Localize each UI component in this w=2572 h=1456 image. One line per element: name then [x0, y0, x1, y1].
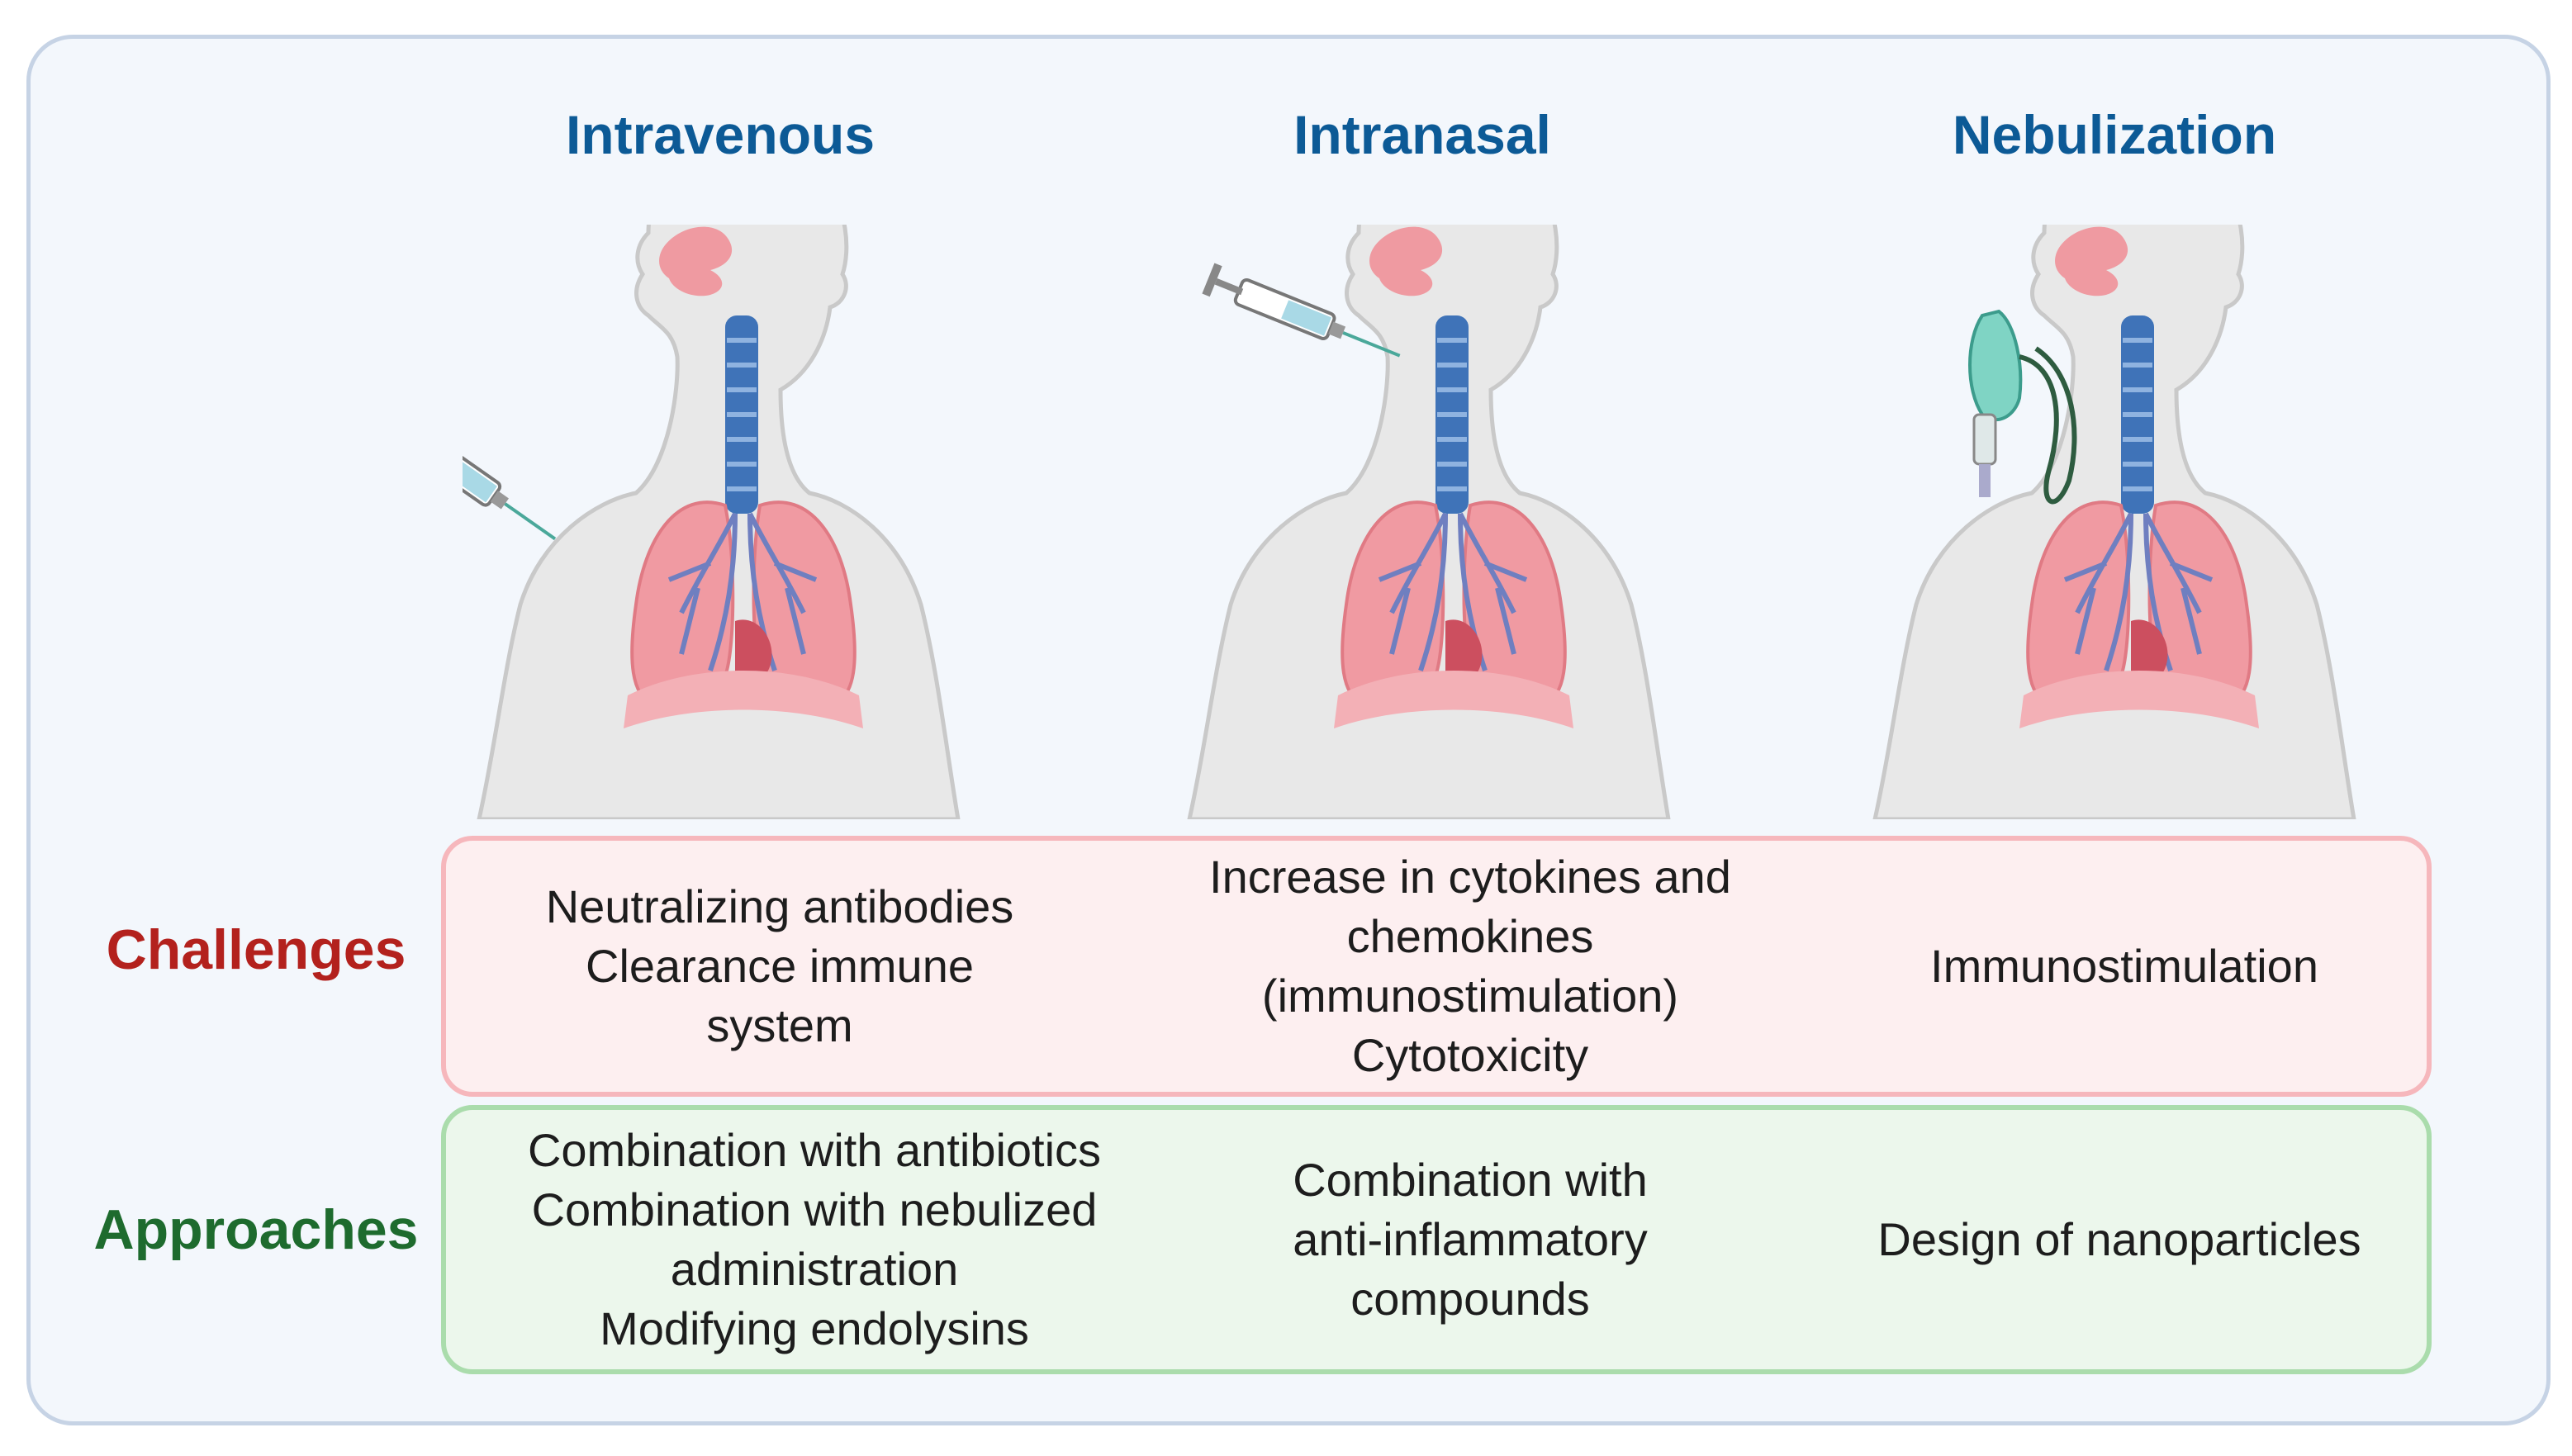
cell-line: Combination with nebulized — [531, 1183, 1098, 1235]
approaches-box — [441, 1105, 2432, 1374]
challenges-cell-nebulization: Immunostimulation — [1810, 839, 2438, 1093]
challenges-cell-intravenous: Neutralizing antibodies Clearance immune… — [466, 839, 1094, 1093]
column-title-intranasal: Intranasal — [1293, 104, 1551, 165]
cell-line: Modifying endolysins — [600, 1302, 1029, 1354]
cell-line: Increase in cytokines and — [1209, 851, 1731, 903]
cell-line: anti-inflammatory — [1293, 1213, 1648, 1265]
cell-line: administration — [670, 1243, 959, 1295]
column-title-intravenous: Intravenous — [565, 104, 876, 165]
cell-line: Clearance immune — [586, 940, 974, 992]
cell-line: system — [706, 999, 853, 1051]
cell-line: Neutralizing antibodies — [545, 880, 1014, 932]
challenges-box — [441, 836, 2432, 1097]
nebulizer-mask-icon — [1968, 309, 2077, 505]
cell-line: Immunostimulation — [1930, 940, 2318, 992]
cell-line: Combination with antibiotics — [527, 1124, 1102, 1176]
approaches-cell-intranasal: Combination with anti-inflammatory compo… — [1156, 1108, 1784, 1371]
cell-line: compounds — [1350, 1273, 1590, 1325]
intravenous-body-illustration — [463, 225, 975, 819]
challenges-label: Challenges — [106, 918, 406, 981]
nebulization-body-illustration — [1858, 225, 2370, 819]
challenges-cell-intranasal: Increase in cytokines and chemokines (im… — [1156, 839, 1784, 1093]
column-title-nebulization: Nebulization — [1952, 104, 2277, 165]
cell-line: (immunostimulation) — [1261, 970, 1679, 1022]
intranasal-body-illustration — [1173, 225, 1685, 819]
cell-line: Combination with — [1293, 1154, 1648, 1206]
cell-line: Cytotoxicity — [1351, 1029, 1589, 1081]
syringe-arm-icon — [463, 405, 567, 554]
approaches-cell-intravenous: Combination with antibiotics Combination… — [501, 1108, 1128, 1371]
approaches-cell-nebulization: Design of nanoparticles — [1806, 1108, 2433, 1371]
approaches-label: Approaches — [93, 1198, 419, 1261]
cell-line: chemokines — [1346, 910, 1594, 962]
cell-line: Design of nanoparticles — [1877, 1213, 2361, 1265]
